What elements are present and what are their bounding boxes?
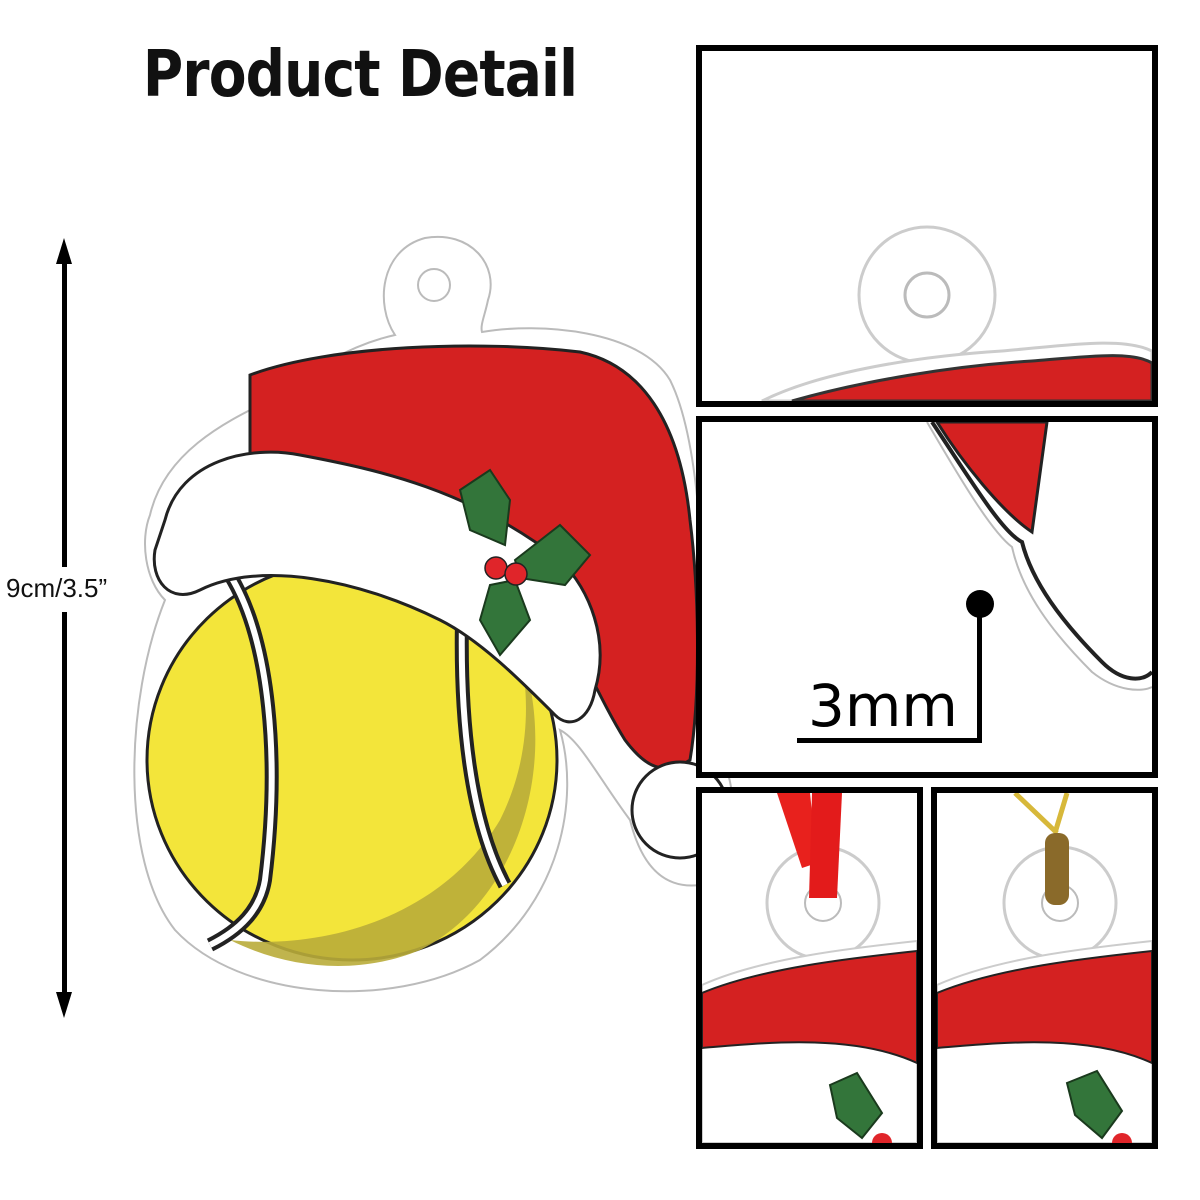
double-vertical-arrow-icon xyxy=(56,238,72,1018)
ornament-illustration xyxy=(133,235,734,993)
height-dimension-label: 9cm/3.5” xyxy=(6,573,108,603)
thickness-label: 3mm xyxy=(808,672,958,740)
detail-panel-thickness: 3mm xyxy=(696,416,1158,778)
page-title: Product Detail xyxy=(142,38,578,112)
detail-panel-red-ribbon xyxy=(696,787,923,1149)
holly-icon xyxy=(458,468,592,657)
detail-panel-gold-string xyxy=(931,787,1158,1149)
detail-panel-hanging-hole xyxy=(696,45,1158,407)
